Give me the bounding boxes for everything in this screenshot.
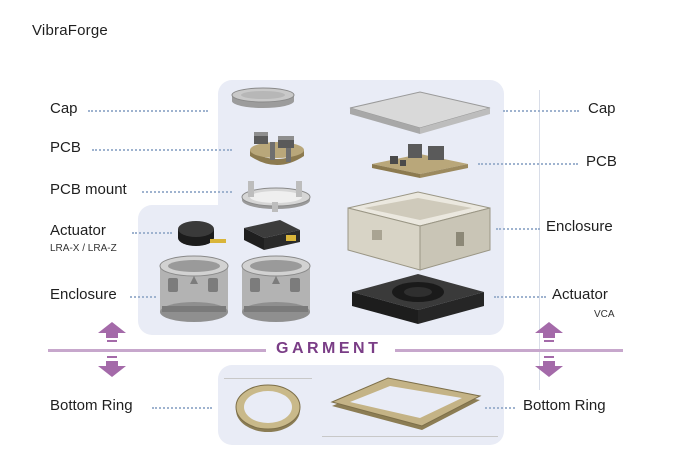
lra-pcb-mount-part <box>241 181 311 212</box>
left-leader-actuator <box>132 232 172 234</box>
left-label-pcb-mount: PCB mount <box>50 181 127 198</box>
left-label-cap: Cap <box>50 100 78 117</box>
left-leader-pcb <box>92 149 232 151</box>
brand-title: VibraForge <box>32 22 108 39</box>
right-leader-cap <box>503 110 579 112</box>
garment-line-right <box>395 349 623 352</box>
right-label-pcb: PCB <box>586 153 617 170</box>
right-leader-bottom-ring <box>485 407 515 409</box>
vca-enclosure-part <box>347 191 491 271</box>
vca-cap-part <box>349 91 491 134</box>
lra-cap-part <box>231 87 295 108</box>
right-label-cap: Cap <box>588 100 616 117</box>
lra-x-actuator-part <box>178 221 226 246</box>
left-label-enclosure: Enclosure <box>50 286 117 303</box>
bottom-ring-right-line-bottom <box>322 436 498 437</box>
right-leader-enclosure <box>496 228 540 230</box>
vca-pcb-part <box>372 144 468 178</box>
left-leader-pcb-mount <box>142 191 232 193</box>
lra-pcb-part <box>250 132 304 165</box>
left-label-actuator-sub: LRA-X / LRA-Z <box>50 243 117 254</box>
left-label-bottom-ring: Bottom Ring <box>50 397 133 414</box>
arrow-down-icon <box>535 356 563 377</box>
vca-actuator-part <box>352 274 484 324</box>
left-label-actuator: Actuator <box>50 222 106 239</box>
left-label-pcb: PCB <box>50 139 81 156</box>
garment-label: GARMENT <box>268 340 390 358</box>
right-leader-pcb <box>478 163 578 165</box>
garment-line-left <box>48 349 266 352</box>
left-leader-cap <box>88 110 208 112</box>
right-label-actuator-sub: VCA <box>594 309 615 320</box>
arrow-up-icon <box>98 322 126 342</box>
left-leader-bottom-ring <box>152 407 212 409</box>
right-label-enclosure: Enclosure <box>546 218 613 235</box>
arrow-up-icon <box>535 322 563 342</box>
lra-z-actuator-part <box>244 220 300 250</box>
right-label-actuator: Actuator <box>552 286 608 303</box>
bottom-ring-left-line-top <box>224 378 312 379</box>
right-leader-actuator <box>494 296 546 298</box>
lra-enclosure-part-2 <box>241 255 311 322</box>
vca-bottom-ring-part <box>330 377 482 430</box>
arrow-down-icon <box>98 356 126 377</box>
lra-bottom-ring-part <box>235 384 301 432</box>
divider-line <box>539 90 540 390</box>
right-label-bottom-ring: Bottom Ring <box>523 397 606 414</box>
left-leader-enclosure <box>130 296 156 298</box>
lra-enclosure-part-1 <box>159 255 229 322</box>
